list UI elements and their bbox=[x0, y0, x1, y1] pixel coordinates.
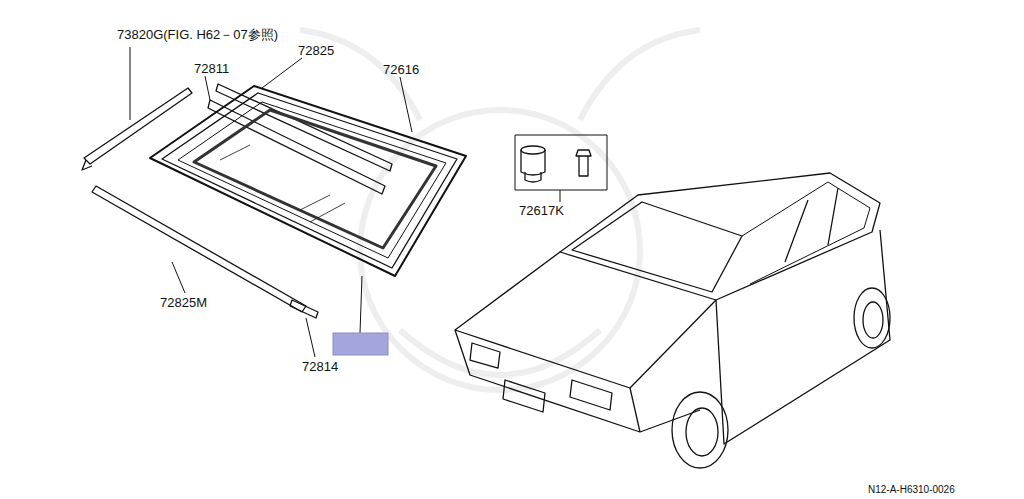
leader-line bbox=[130, 47, 131, 120]
callout-number: 72814 bbox=[302, 360, 338, 374]
callout-number: 73820G(FIG. H62－07参照) bbox=[117, 28, 278, 42]
figure-code: N12-A-H6310-0026 bbox=[868, 484, 955, 495]
molding-end bbox=[82, 160, 92, 170]
highlight-marker bbox=[333, 333, 388, 355]
headlight bbox=[470, 343, 500, 368]
wheel bbox=[854, 288, 890, 348]
leader-line bbox=[172, 262, 185, 293]
weatherstrip-inner bbox=[162, 93, 457, 268]
side-molding bbox=[84, 88, 192, 164]
callout-number: 72617K bbox=[519, 204, 564, 218]
fastener-icon bbox=[521, 146, 545, 154]
leader-line bbox=[560, 190, 561, 202]
leader-line bbox=[400, 77, 412, 132]
glass-band bbox=[194, 110, 436, 248]
fastener-icon bbox=[525, 172, 541, 182]
leader-line bbox=[262, 58, 302, 88]
wheel bbox=[672, 392, 728, 468]
windshield-glass bbox=[178, 102, 446, 258]
headlight bbox=[570, 380, 612, 410]
callout-number: 72811 bbox=[194, 62, 229, 76]
leader-line bbox=[360, 276, 362, 333]
car-illustration bbox=[455, 173, 890, 468]
callout-number: 72825M bbox=[160, 296, 207, 310]
fastener-icon bbox=[521, 150, 545, 175]
weatherstrip bbox=[150, 86, 466, 276]
leader-line bbox=[306, 318, 315, 357]
leader-line bbox=[205, 76, 210, 100]
grille bbox=[503, 380, 545, 412]
clip-icon bbox=[576, 150, 591, 176]
glass-shine bbox=[220, 145, 345, 222]
callout-number: 72825 bbox=[298, 44, 334, 58]
watermark bbox=[300, 30, 700, 390]
lower-molding bbox=[92, 186, 306, 312]
callout-number: 72616 bbox=[383, 63, 419, 77]
molding-piece bbox=[290, 300, 318, 318]
part-box bbox=[515, 135, 607, 190]
